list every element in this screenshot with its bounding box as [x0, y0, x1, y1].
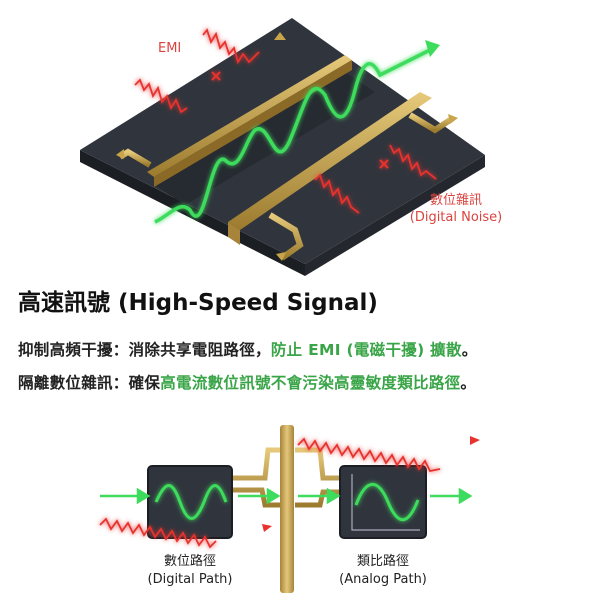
bullet-label: 抑制高頻干擾：	[18, 341, 129, 359]
digital-path-label-zh: 數位路徑	[163, 554, 216, 569]
bullet-label: 隔離數位雜訊：	[18, 374, 129, 392]
emi-noise	[134, 28, 437, 214]
digital-noise-label-zh: 數位雜訊	[429, 193, 482, 208]
bullet-text: 確保	[128, 374, 161, 392]
gold-trace-lower	[228, 92, 458, 261]
digital-path-box	[147, 465, 233, 539]
analog-path-label: 類比路徑 (Analog Path)	[323, 553, 443, 589]
digital-noise-label: 數位雜訊 (Digital Noise)	[396, 192, 516, 226]
analog-path-box	[339, 465, 427, 539]
bullet-text: 消除共享電阻路徑，	[128, 341, 271, 359]
bullet-highlight: 高電流數位訊號不會污染高靈敏度類比路徑	[160, 374, 461, 392]
digital-path-label-en: (Digital Path)	[147, 572, 233, 587]
page-title: 高速訊號 (High-Speed Signal)	[18, 290, 378, 316]
analog-path-label-zh: 類比路徑	[356, 554, 409, 569]
signal-arrow-icon	[425, 40, 440, 57]
gold-trace-upper	[116, 32, 352, 187]
digital-path-label: 數位路徑 (Digital Path)	[130, 553, 250, 589]
bullet-isolate-noise: 隔離數位雜訊：確保高電流數位訊號不會污染高靈敏度類比路徑。	[18, 371, 476, 393]
signal-wave	[154, 48, 431, 224]
isolation-barrier	[280, 425, 294, 593]
bottom-diagram	[99, 425, 480, 593]
analog-path-label-en: (Analog Path)	[339, 572, 427, 587]
emi-label: EMI	[158, 41, 182, 56]
digital-noise-label-en: (Digital Noise)	[409, 210, 503, 225]
bullet-suppress-hf: 抑制高頻干擾：消除共享電阻路徑，防止 EMI (電磁干擾) 擴散。	[18, 338, 478, 360]
bullet-end: 。	[461, 341, 478, 359]
bullet-end: 。	[460, 374, 477, 392]
bullet-highlight: 防止 EMI (電磁干擾) 擴散	[270, 341, 462, 359]
